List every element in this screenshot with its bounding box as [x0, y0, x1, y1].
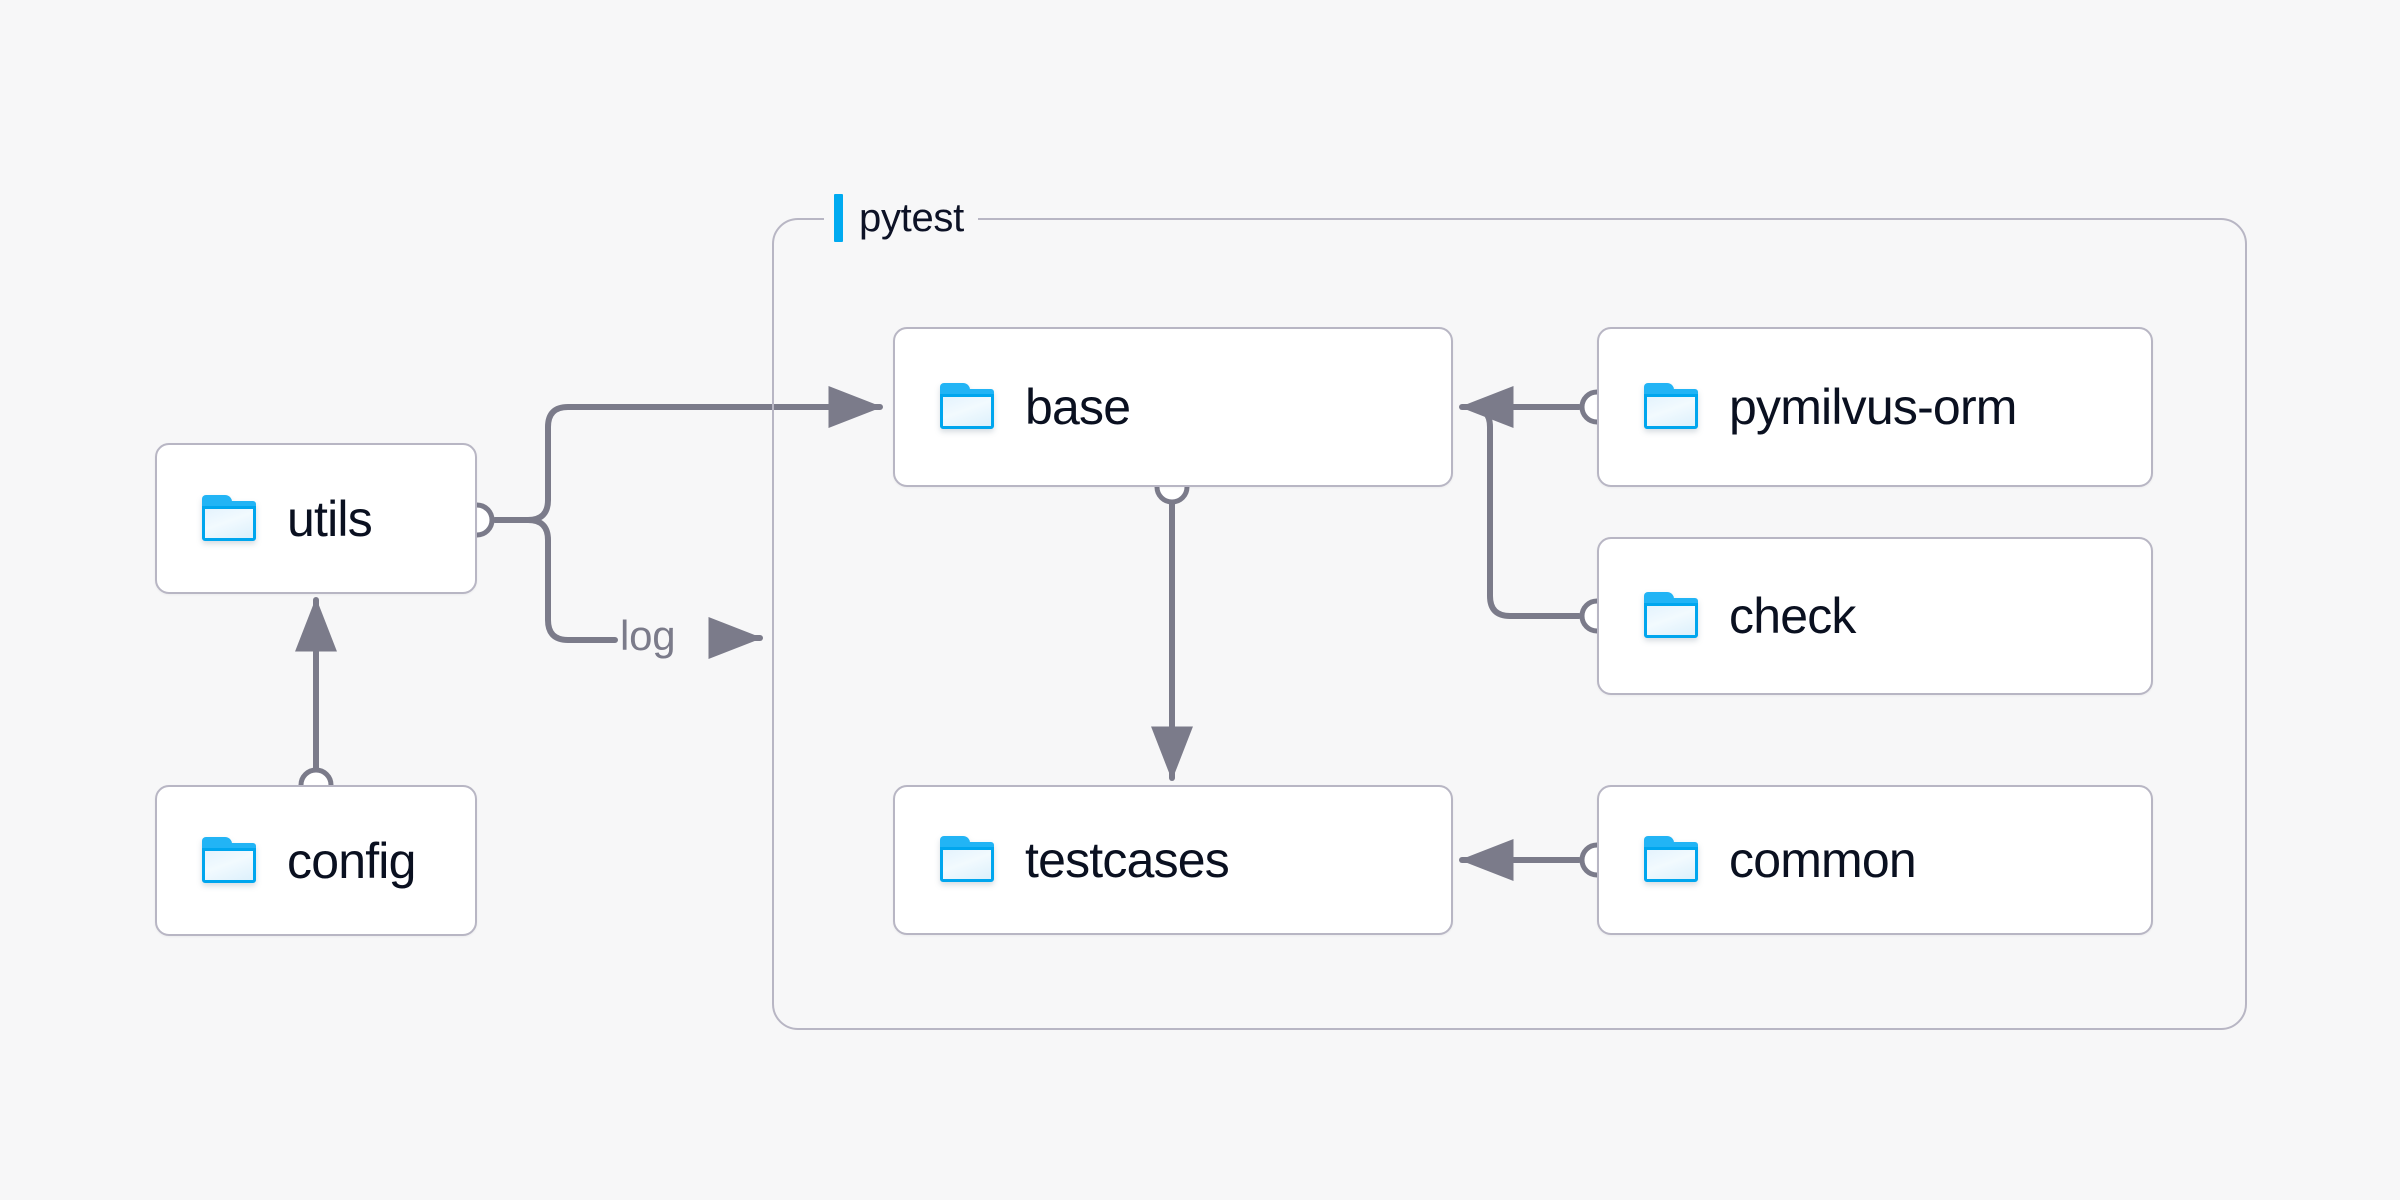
group-title-label: pytest	[859, 196, 964, 240]
folder-icon	[201, 836, 259, 885]
node-label: utils	[287, 490, 373, 547]
group-frame-pytest[interactable]	[772, 218, 2247, 1030]
node-pymilvus-orm[interactable]: pymilvus-orm	[1597, 327, 2153, 487]
node-label: config	[287, 832, 416, 889]
edge-utils-to-log	[525, 517, 618, 643]
folder-icon	[1643, 592, 1701, 640]
folder-icon	[939, 383, 997, 431]
folder-icon	[1643, 383, 1701, 431]
node-label: common	[1729, 832, 1917, 888]
node-label: testcases	[1025, 832, 1230, 888]
node-config[interactable]: config	[155, 785, 477, 936]
folder-icon	[1643, 836, 1701, 884]
group-title-pytest: pytest	[824, 191, 978, 245]
group-accent-bar	[834, 194, 843, 242]
node-utils[interactable]: utils	[155, 443, 477, 594]
node-label: check	[1729, 588, 1856, 644]
edge-label-log: log	[620, 612, 676, 659]
folder-icon	[939, 836, 997, 884]
node-label: base	[1025, 379, 1131, 435]
folder-icon	[201, 494, 259, 543]
node-testcases[interactable]: testcases	[893, 785, 1453, 935]
node-label: pymilvus-orm	[1729, 379, 2017, 435]
node-common[interactable]: common	[1597, 785, 2153, 935]
node-base[interactable]: base	[893, 327, 1453, 487]
node-check[interactable]: check	[1597, 537, 2153, 695]
